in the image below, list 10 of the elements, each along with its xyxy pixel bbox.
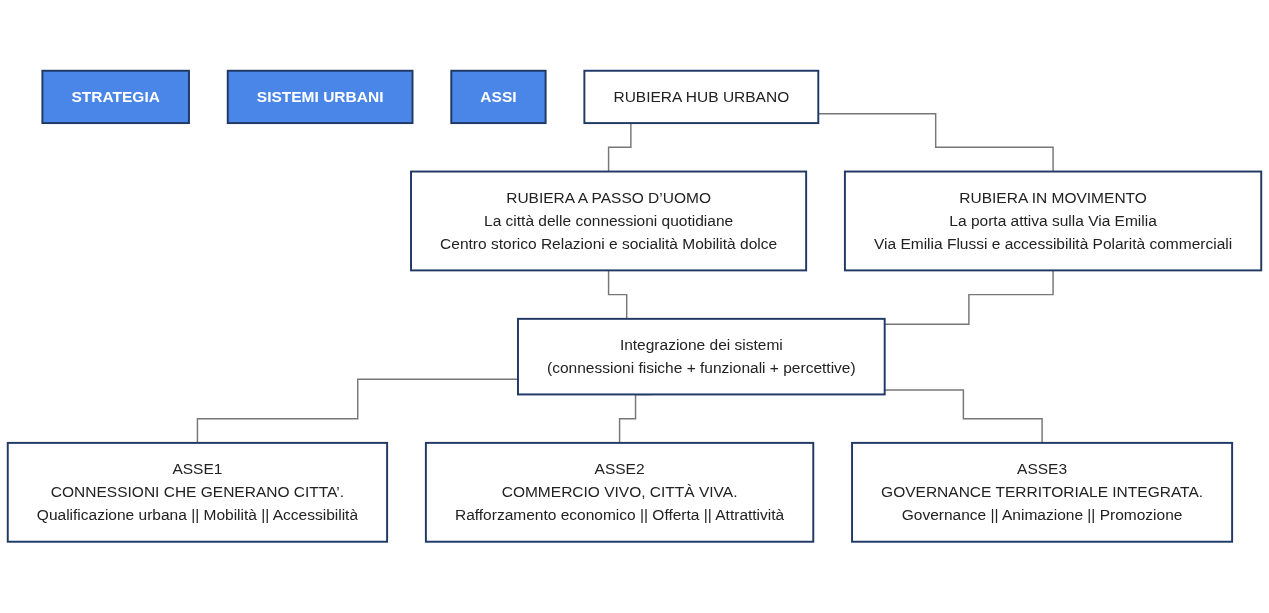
- node-box: ASSE3 GOVERNANCE TERRITORIALE INTEGRATA. Governance || Animazione || Promozione: [851, 442, 1234, 543]
- node-box: STRATEGIA: [41, 70, 190, 125]
- node-box: ASSE1 CONNESSIONI CHE GENERANO CITTA’. Qualificazione urbana || Mobilità || Accessibilità: [6, 442, 389, 543]
- node-box: RUBIERA IN MOVIMENTO La porta attiva sulla Via Emilia Via Emilia Flussi e accessibilità Polarità commerciali: [843, 170, 1263, 272]
- node-box: RUBIERA A PASSO D’UOMO La città delle connessioni quotidiane Centro storico Relazioni e socialità Mobilità dolce: [410, 170, 808, 272]
- node-box: ASSE2 COMMERCIO VIVO, CITTÀ VIVA. Rafforzamento economico || Offerta || Attrattività: [424, 442, 815, 543]
- node-box: RUBIERA HUB URBANO: [583, 70, 820, 125]
- node-box: Integrazione dei sistemi (connessioni fisiche + funzionali + percettive): [517, 318, 886, 396]
- node-box: ASSI: [450, 70, 547, 125]
- node-box: SISTEMI URBANI: [226, 70, 414, 125]
